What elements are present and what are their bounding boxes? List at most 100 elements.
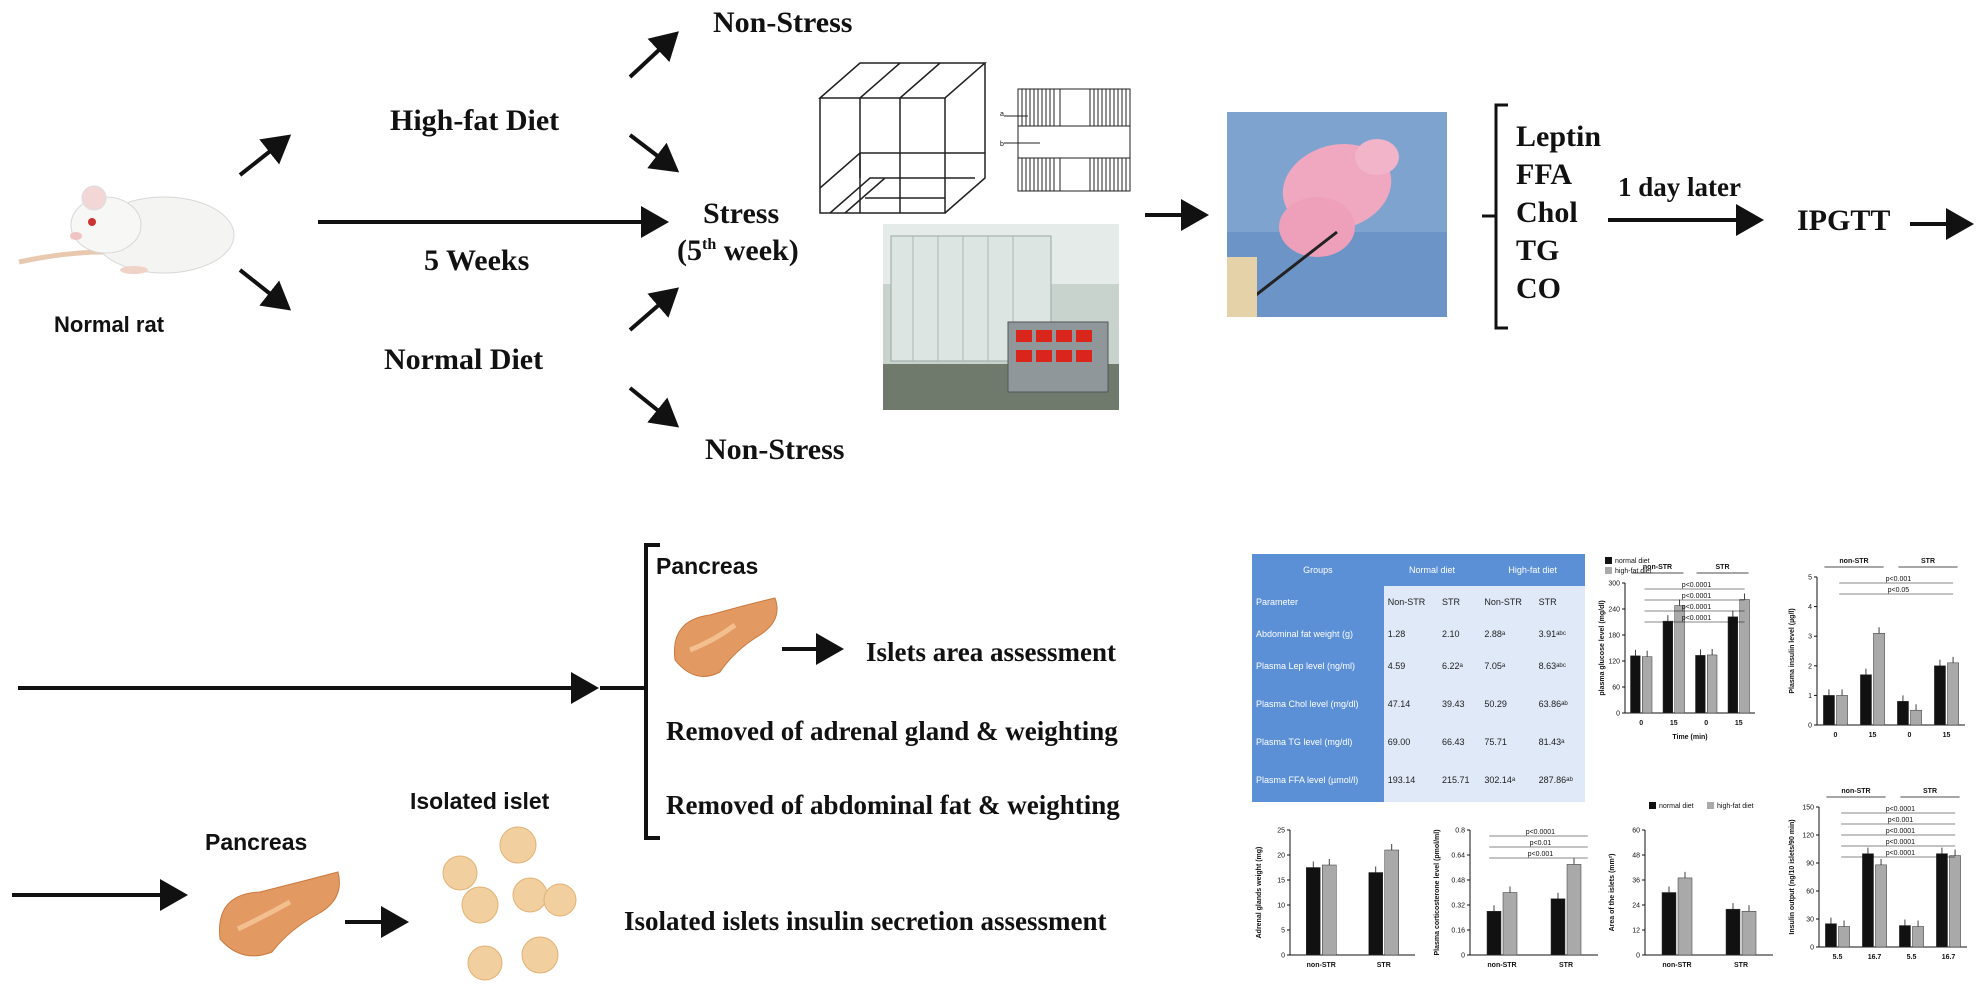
- bar: [1306, 867, 1321, 956]
- y-tick-label: 12: [1632, 928, 1640, 935]
- y-tick-label: 2: [1808, 663, 1812, 670]
- bar: [1677, 877, 1693, 956]
- y-tick-label: 24: [1632, 903, 1640, 910]
- y-tick-label: 0.64: [1451, 853, 1465, 860]
- table-sub-header: Non-STR: [1480, 586, 1535, 618]
- measure-ffa: FFA: [1516, 158, 1573, 191]
- bar: [1836, 695, 1848, 726]
- table-row-label: Plasma Lep level (ng/ml): [1252, 650, 1384, 682]
- bar: [1662, 620, 1673, 714]
- p-value-label: p<0.0001: [1682, 604, 1711, 611]
- arrow-nd-to-stress: [628, 287, 680, 332]
- bar: [1862, 853, 1874, 948]
- table-cell: 39.43: [1437, 682, 1481, 726]
- x-tick-label: 0: [1704, 720, 1708, 727]
- table-row-label: Plasma Chol level (mg/dl): [1252, 682, 1384, 726]
- table-row-label: Abdominal fat weight (g): [1252, 618, 1384, 650]
- y-tick-label: 15: [1277, 878, 1285, 885]
- p-value-label: p<0.0001: [1886, 828, 1915, 835]
- y-tick-label: 0: [1810, 945, 1814, 952]
- one-day-later-label: 1 day later: [1618, 172, 1741, 202]
- legend-swatch: [1605, 567, 1612, 574]
- y-tick-label: 5: [1808, 575, 1812, 582]
- bar: [1860, 674, 1872, 726]
- table-row-label: Plasma FFA level (µmol/l): [1252, 758, 1384, 802]
- bar: [1875, 864, 1887, 948]
- y-tick-label: 48: [1632, 853, 1640, 860]
- x-tick-label: non-STR: [1662, 962, 1691, 969]
- p-value-label: p<0.0001: [1526, 829, 1555, 836]
- table-cell: 8.63ᵃᵇᶜ: [1534, 650, 1585, 682]
- x-tick-label: STR: [1377, 962, 1391, 969]
- table-cell: 287.86ᵃᵇ: [1534, 758, 1585, 802]
- arrow-nd-to-nonstress: [628, 386, 680, 428]
- arrow-rat-to-normal: [238, 268, 292, 311]
- x-tick-label: 0: [1834, 732, 1838, 739]
- y-tick-label: 0.8: [1455, 828, 1465, 835]
- y-tick-label: 25: [1277, 828, 1285, 835]
- y-tick-label: 30: [1806, 917, 1814, 924]
- table-cell: 7.05ᵃ: [1480, 650, 1535, 682]
- table-cell: 75.71: [1480, 726, 1535, 758]
- table-cell: 215.71: [1437, 758, 1481, 802]
- bar: [1384, 849, 1399, 956]
- table-cell: 2.88ᵃ: [1480, 618, 1535, 650]
- table-cell: 81.43ᵃ: [1534, 726, 1585, 758]
- bar: [1823, 695, 1835, 726]
- group-label: non-STR: [1841, 788, 1870, 795]
- p-value-label: p<0.001: [1528, 851, 1554, 858]
- y-tick-label: 0.16: [1451, 928, 1465, 935]
- bar: [1707, 654, 1718, 714]
- x-tick-label: 5.5: [1833, 954, 1843, 961]
- bar: [1949, 855, 1961, 948]
- y-axis-label: Adrenal glands weight (mg): [1256, 847, 1263, 939]
- measure-chol: Chol: [1516, 196, 1578, 229]
- y-tick-label: 120: [1802, 833, 1814, 840]
- legend-swatch: [1649, 802, 1656, 809]
- table-header-highfat: High-fat diet: [1480, 554, 1585, 586]
- y-tick-label: 0.48: [1451, 878, 1465, 885]
- x-tick-label: 15: [1943, 732, 1951, 739]
- bar: [1695, 655, 1706, 714]
- table-header-parameter: Parameter: [1252, 586, 1384, 618]
- table-cell: 4.59: [1383, 650, 1438, 682]
- table-cell: 63.86ᵃᵇ: [1534, 682, 1585, 726]
- group-label: non-STR: [1643, 564, 1672, 571]
- bar: [1897, 701, 1909, 726]
- isolated-islets-image: [442, 826, 577, 981]
- stress-device-photo: [883, 224, 1119, 410]
- y-tick-label: 150: [1802, 805, 1814, 812]
- table-cell: 47.14: [1383, 682, 1438, 726]
- y-axis-label: Plasma insulin level (µg/l): [1789, 608, 1796, 693]
- table-header-normal: Normal diet: [1383, 554, 1481, 586]
- bar: [1486, 911, 1502, 956]
- y-axis-label: Insulin output (ng/10 islets/90 min): [1789, 819, 1796, 934]
- y-tick-label: 120: [1608, 659, 1620, 666]
- non-stress-top-label: Non-Stress: [713, 6, 853, 39]
- bar: [1322, 864, 1337, 956]
- y-axis-label: Area of the islets (mm²): [1609, 854, 1616, 932]
- table-row: Plasma FFA level (µmol/l) 193.14 215.71 …: [1252, 758, 1585, 802]
- bar: [1502, 892, 1518, 956]
- y-tick-label: 0.32: [1451, 903, 1465, 910]
- table-row: Abdominal fat weight (g) 1.28 2.10 2.88ᵃ…: [1252, 618, 1585, 650]
- table-header-groups: Groups: [1252, 554, 1384, 586]
- legend-label: normal diet: [1659, 803, 1694, 810]
- y-tick-label: 3: [1808, 634, 1812, 641]
- p-value-label: p<0.001: [1888, 817, 1914, 824]
- non-stress-bottom-label: Non-Stress: [705, 433, 845, 466]
- bar: [1642, 656, 1653, 714]
- adrenal-label: Removed of adrenal gland & weighting: [666, 716, 1118, 746]
- y-tick-label: 300: [1608, 581, 1620, 588]
- arrow-rat-to-highfat: [238, 134, 292, 177]
- y-tick-label: 0: [1636, 953, 1640, 960]
- x-tick-label: 16.7: [1868, 954, 1882, 961]
- p-value-label: p<0.0001: [1682, 582, 1711, 589]
- y-tick-label: 0: [1461, 953, 1465, 960]
- x-tick-label: non-STR: [1487, 962, 1516, 969]
- group-label: non-STR: [1839, 558, 1868, 565]
- y-tick-label: 0: [1808, 723, 1812, 730]
- bar: [1741, 911, 1757, 956]
- group-label: STR: [1921, 558, 1935, 565]
